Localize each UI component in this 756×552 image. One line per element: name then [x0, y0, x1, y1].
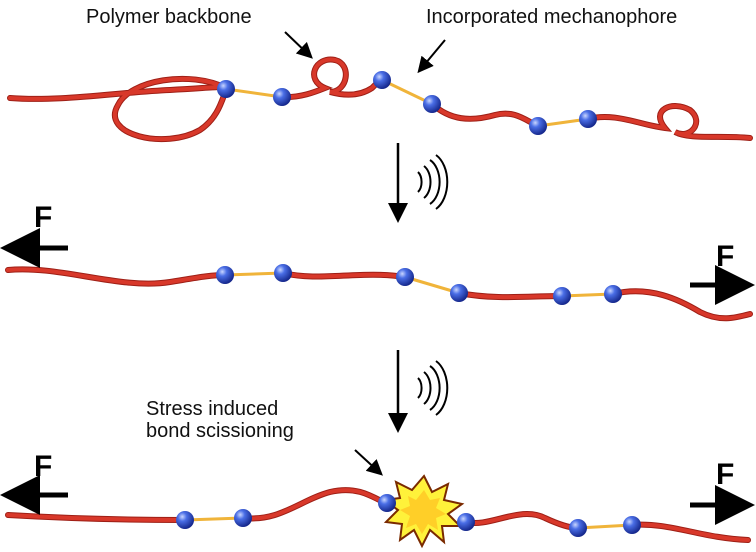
mechanophore-bead: [274, 264, 292, 282]
polymer-chain-cleaved: [5, 474, 751, 549]
mechanophore-bead: [273, 88, 291, 106]
mechanophore-link: [225, 87, 283, 99]
polymer-chain-stretched: [5, 264, 753, 322]
mechanophore-bead: [217, 80, 235, 98]
mechanophore-bead: [396, 268, 414, 286]
ultrasound-waves-icon: [417, 360, 449, 416]
mechanophore-bead: [457, 513, 475, 531]
pointer-arrow-icon: [284, 31, 313, 59]
mechanophore-bead: [529, 117, 547, 135]
label-stress-line2: bond scissioning: [146, 420, 294, 442]
mechanophore-link: [381, 78, 433, 106]
force-label-left: F: [34, 201, 53, 234]
mechanophore-bead: [604, 285, 622, 303]
mechanophore-bead: [450, 284, 468, 302]
mechanophore-bead: [378, 494, 396, 512]
ultrasound-waves-icon: [417, 154, 449, 210]
force-label-right: F: [716, 458, 735, 491]
mechanophore-bead: [234, 509, 252, 527]
mechanophore-bead: [176, 511, 194, 529]
label-mechanophore: Incorporated mechanophore: [426, 6, 678, 28]
mechanophore-bead: [553, 287, 571, 305]
mechanophore-bead: [423, 95, 441, 113]
mechanophore-bead: [569, 519, 587, 537]
polymer-chain-relaxed: [7, 56, 753, 143]
force-label-left: F: [34, 450, 53, 483]
mechanophore-bead: [216, 266, 234, 284]
mechanophore-bead: [373, 71, 391, 89]
pointer-arrow-icon: [354, 449, 383, 476]
pointer-arrow-icon: [417, 39, 446, 74]
force-label-right: F: [716, 240, 735, 273]
label-polymer-backbone: Polymer backbone: [86, 6, 252, 28]
mechanophore-bead: [579, 110, 597, 128]
label-stress-line1: Stress induced: [146, 398, 279, 420]
mechanophore-bead: [623, 516, 641, 534]
